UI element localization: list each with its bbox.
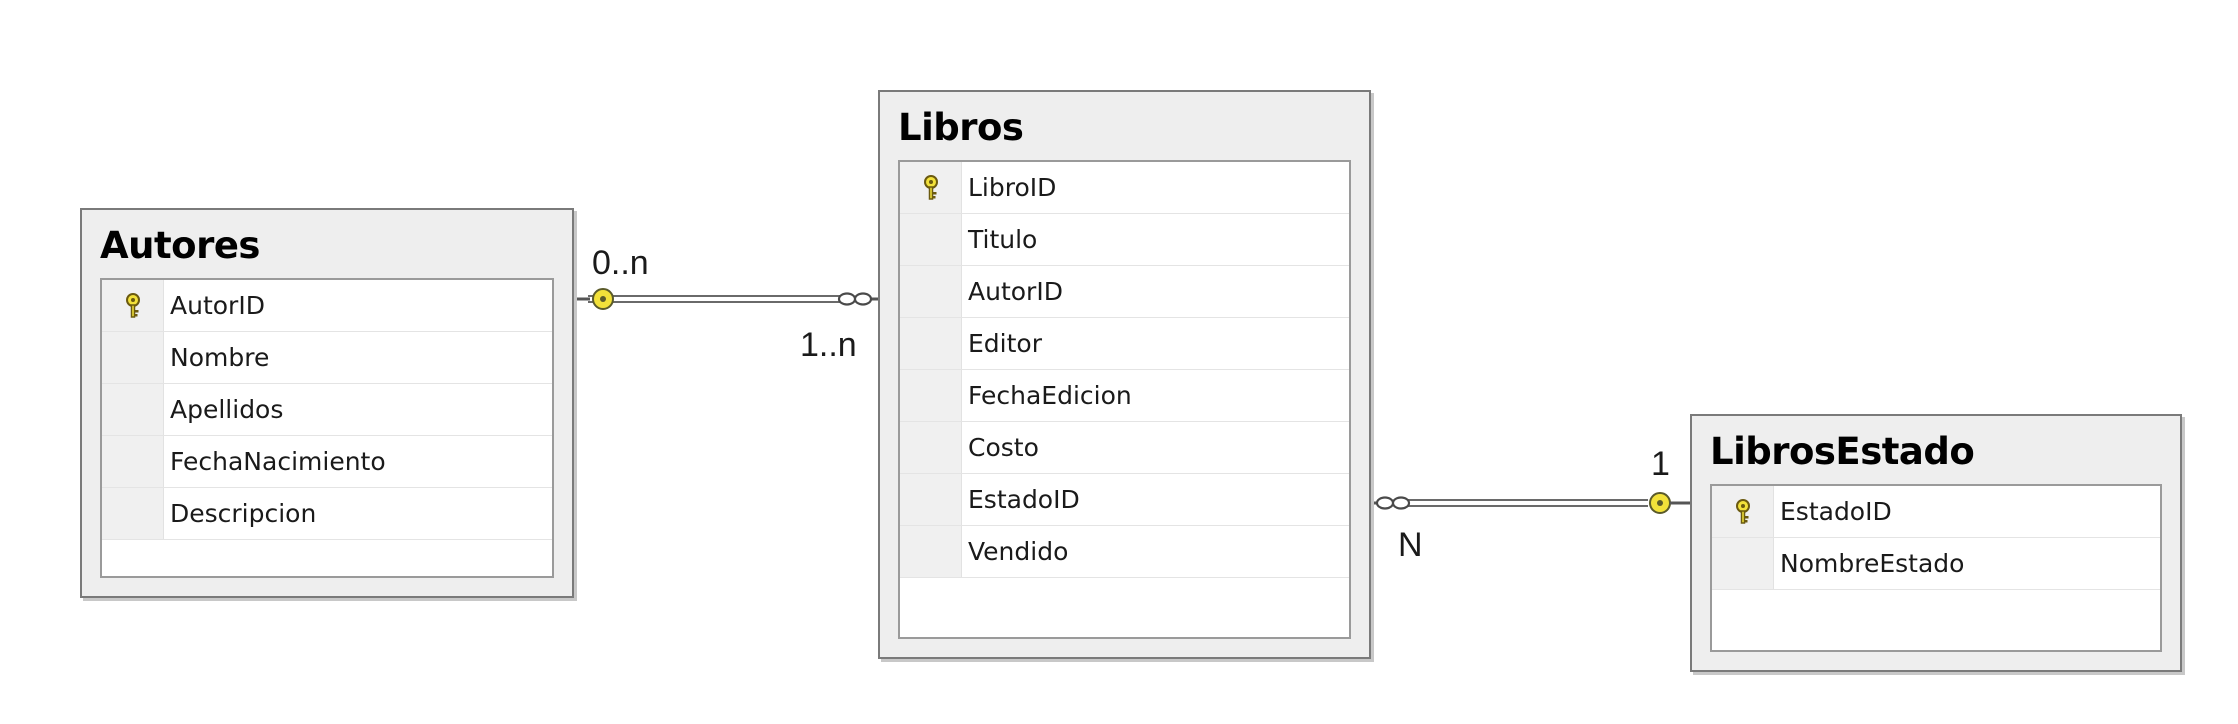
column-row[interactable]: EstadoID bbox=[900, 474, 1349, 526]
row-selector[interactable] bbox=[102, 332, 164, 383]
table-title: Libros bbox=[898, 106, 1024, 149]
relationship-label-libros-estado-end: N bbox=[1398, 526, 1423, 564]
table-librosestado[interactable]: LibrosEstado EstadoID NombreEstado bbox=[1690, 414, 2182, 672]
relationship-label-librosestado-end: 1 bbox=[1651, 445, 1670, 483]
column-row[interactable]: Descripcion bbox=[102, 488, 552, 540]
column-name: AutorID bbox=[968, 277, 1063, 306]
column-name: Costo bbox=[968, 433, 1039, 462]
column-name: AutorID bbox=[170, 291, 265, 320]
key-icon bbox=[592, 288, 614, 310]
primary-key-icon bbox=[125, 292, 140, 318]
column-name: Apellidos bbox=[170, 395, 284, 424]
column-name: LibroID bbox=[968, 173, 1057, 202]
column-grid: EstadoID NombreEstado bbox=[1710, 484, 2162, 652]
column-row[interactable]: AutorID bbox=[900, 266, 1349, 318]
key-icon bbox=[1649, 492, 1671, 514]
row-selector[interactable] bbox=[102, 488, 164, 539]
column-row[interactable]: Costo bbox=[900, 422, 1349, 474]
infinity-icon bbox=[837, 292, 873, 306]
column-name: Nombre bbox=[170, 343, 270, 372]
row-selector[interactable] bbox=[900, 526, 962, 577]
column-name: FechaNacimiento bbox=[170, 447, 386, 476]
row-selector[interactable] bbox=[900, 318, 962, 369]
primary-key-icon bbox=[923, 174, 938, 200]
column-name: NombreEstado bbox=[1780, 549, 1965, 578]
row-selector[interactable] bbox=[1712, 538, 1774, 589]
column-name: Editor bbox=[968, 329, 1042, 358]
row-selector[interactable] bbox=[900, 266, 962, 317]
primary-key-icon bbox=[1735, 498, 1750, 524]
column-row[interactable]: LibroID bbox=[900, 162, 1349, 214]
column-name: Vendido bbox=[968, 537, 1069, 566]
column-row[interactable]: Nombre bbox=[102, 332, 552, 384]
table-title: LibrosEstado bbox=[1710, 430, 1975, 473]
row-selector[interactable] bbox=[900, 162, 962, 213]
row-selector[interactable] bbox=[900, 422, 962, 473]
column-name: EstadoID bbox=[968, 485, 1080, 514]
column-row[interactable]: FechaEdicion bbox=[900, 370, 1349, 422]
column-name: EstadoID bbox=[1780, 497, 1892, 526]
row-selector[interactable] bbox=[900, 474, 962, 525]
column-row[interactable]: NombreEstado bbox=[1712, 538, 2160, 590]
column-row[interactable]: AutorID bbox=[102, 280, 552, 332]
relationship-libros-librosestado[interactable] bbox=[1370, 492, 1690, 514]
column-row[interactable]: Apellidos bbox=[102, 384, 552, 436]
column-name: Titulo bbox=[968, 225, 1038, 254]
row-selector[interactable] bbox=[102, 280, 164, 331]
column-row[interactable]: Titulo bbox=[900, 214, 1349, 266]
row-selector[interactable] bbox=[1712, 486, 1774, 537]
column-name: Descripcion bbox=[170, 499, 317, 528]
row-selector[interactable] bbox=[900, 214, 962, 265]
column-row[interactable]: Vendido bbox=[900, 526, 1349, 578]
column-row[interactable]: EstadoID bbox=[1712, 486, 2160, 538]
relationship-autores-libros[interactable] bbox=[575, 288, 878, 310]
relationship-label-autores-end: 0..n bbox=[592, 244, 649, 282]
row-selector[interactable] bbox=[102, 436, 164, 487]
column-name: FechaEdicion bbox=[968, 381, 1132, 410]
infinity-icon bbox=[1375, 496, 1411, 510]
row-selector[interactable] bbox=[102, 384, 164, 435]
relationship-label-libros-end: 1..n bbox=[800, 326, 857, 364]
column-row[interactable]: Editor bbox=[900, 318, 1349, 370]
column-row[interactable]: FechaNacimiento bbox=[102, 436, 552, 488]
table-title: Autores bbox=[100, 224, 260, 267]
row-selector[interactable] bbox=[900, 370, 962, 421]
